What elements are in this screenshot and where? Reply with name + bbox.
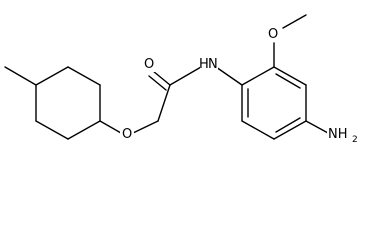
- amide-h-label: H: [199, 57, 209, 72]
- bond-n-aryl: [215, 66, 243, 86]
- bond-carbonyl-double-a: [152, 70, 171, 86]
- atom-amide-nitrogen: H N: [199, 56, 218, 72]
- bond-ch2-carbonyl: [157, 84, 171, 122]
- bond-methoxy-methyl: [282, 14, 307, 29]
- bond-carbonyl-double-b: [148, 75, 167, 91]
- bond-carbonyl-n: [169, 66, 202, 86]
- bond-ring-5: [35, 120, 69, 140]
- bond-aryl-amine: [305, 120, 329, 134]
- ether-oxygen-label: O: [122, 127, 132, 142]
- atom-ether-oxygen: O: [120, 125, 134, 142]
- bond-benzene-1: [241, 66, 275, 86]
- bond-ether-ch2: [132, 120, 159, 134]
- amide-n-label: N: [208, 57, 218, 72]
- bond-benzene-inner-2: [275, 117, 301, 133]
- atom-amine: NH 2: [327, 125, 358, 145]
- atom-carbonyl-oxygen: O: [142, 56, 156, 72]
- bond-benzene-4: [273, 120, 307, 140]
- bond-ring-4: [67, 120, 101, 140]
- carbonyl-oxygen-label: O: [144, 57, 154, 72]
- bond-benzene-inner-1: [275, 73, 301, 89]
- methoxy-oxygen-label: O: [268, 27, 278, 42]
- bond-benzene-2: [273, 66, 307, 86]
- amine-nh-label: NH: [328, 127, 348, 142]
- bond-methyl-ring: [4, 66, 37, 86]
- bond-ring-2: [67, 66, 101, 86]
- atom-methoxy-oxygen: O: [266, 26, 280, 42]
- molecule-structure: O H N O O NH 2: [4, 14, 358, 145]
- bond-benzene-5: [241, 120, 275, 140]
- amine-subscript-label: 2: [352, 135, 358, 145]
- bond-ring-1: [35, 66, 69, 86]
- bond-ring-ether: [99, 120, 122, 134]
